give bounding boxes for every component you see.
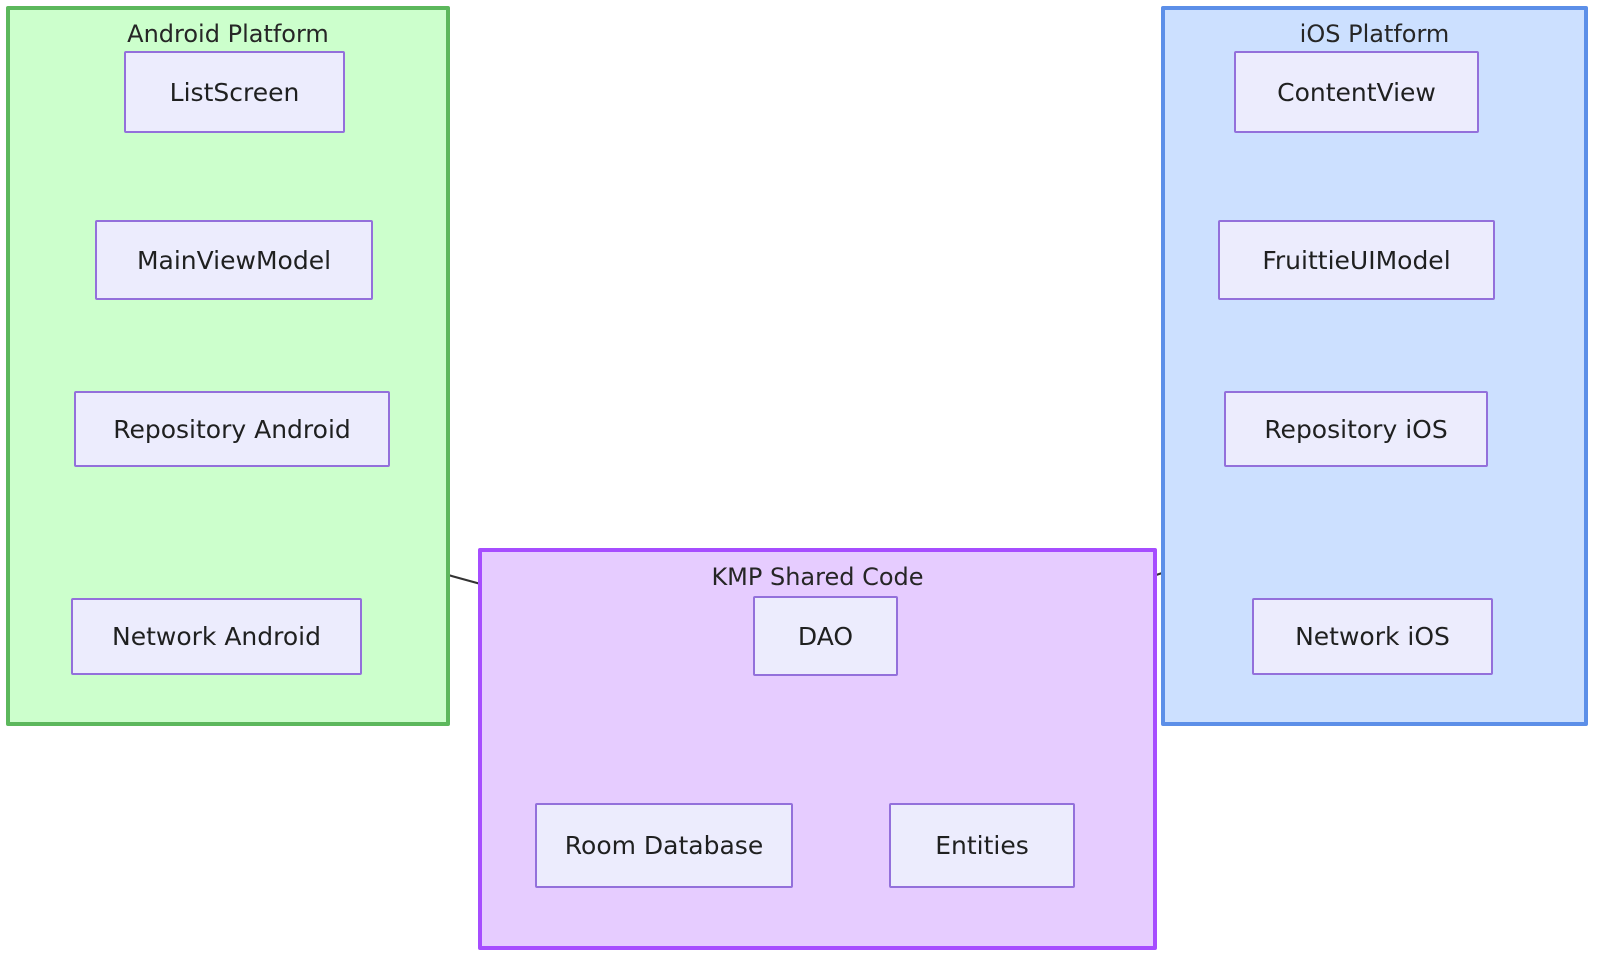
node-entities[interactable]: Entities	[889, 803, 1075, 888]
subgraph-title-android: Android Platform	[127, 20, 329, 48]
node-label-repository-android: Repository Android	[113, 414, 351, 444]
node-list-screen[interactable]: ListScreen	[124, 51, 345, 133]
node-repository-ios[interactable]: Repository iOS	[1224, 391, 1488, 467]
node-label-network-ios: Network iOS	[1295, 622, 1450, 651]
node-label-dao: DAO	[797, 621, 854, 651]
node-label-repository-ios: Repository iOS	[1264, 414, 1448, 444]
node-dao[interactable]: DAO	[753, 596, 898, 676]
node-repository-android[interactable]: Repository Android	[74, 391, 390, 467]
node-label-network-android: Network Android	[112, 622, 321, 651]
subgraph-title-kmp: KMP Shared Code	[711, 563, 924, 591]
node-fruittie-ui-model[interactable]: FruittieUIModel	[1218, 220, 1495, 300]
node-network-ios[interactable]: Network iOS	[1252, 598, 1493, 675]
node-network-android[interactable]: Network Android	[71, 598, 362, 675]
node-label-room-database: Room Database	[564, 831, 764, 860]
node-label-list-screen: ListScreen	[169, 77, 300, 107]
node-label-entities: Entities	[935, 831, 1029, 860]
node-label-main-view-model: MainViewModel	[136, 245, 332, 275]
node-label-content-view: ContentView	[1277, 77, 1436, 107]
node-content-view[interactable]: ContentView	[1234, 51, 1479, 133]
node-label-fruittie-ui-model: FruittieUIModel	[1262, 245, 1451, 275]
node-main-view-model[interactable]: MainViewModel	[95, 220, 373, 300]
subgraph-title-ios: iOS Platform	[1299, 20, 1450, 48]
node-room-database[interactable]: Room Database	[535, 803, 793, 888]
